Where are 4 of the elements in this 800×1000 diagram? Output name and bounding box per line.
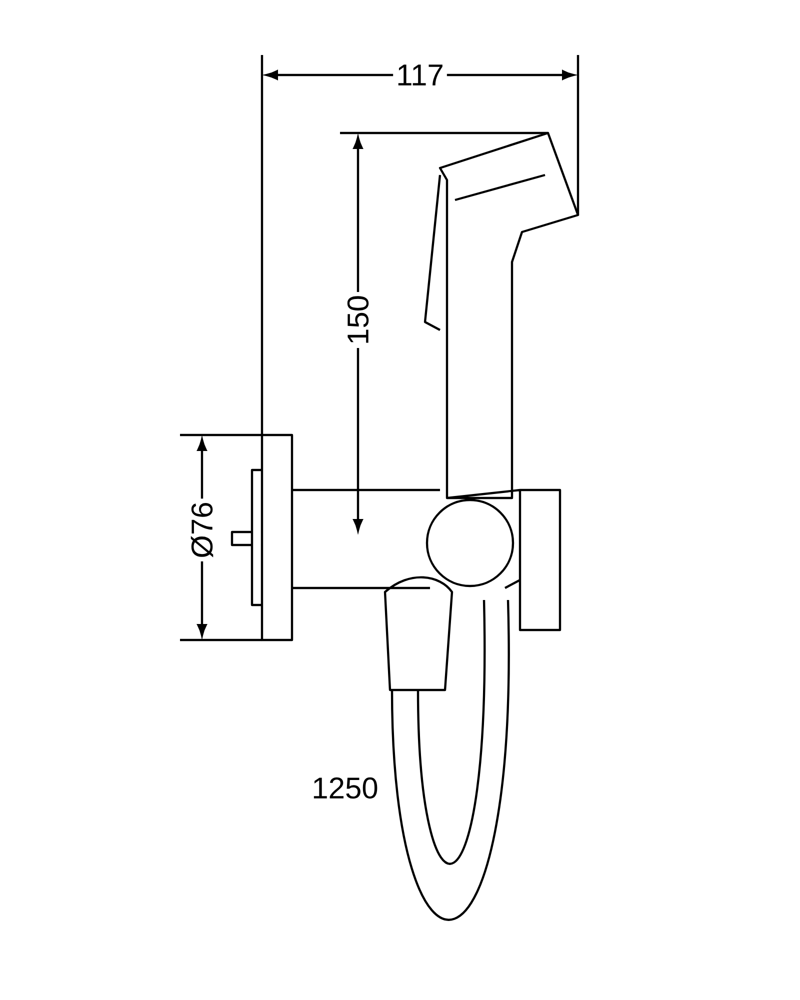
dimension-label: 117 <box>393 62 447 88</box>
dimension-label: Ø76 <box>188 498 216 562</box>
dimension-label: 1250 <box>308 774 382 802</box>
dimension-label: 150 <box>344 292 372 348</box>
